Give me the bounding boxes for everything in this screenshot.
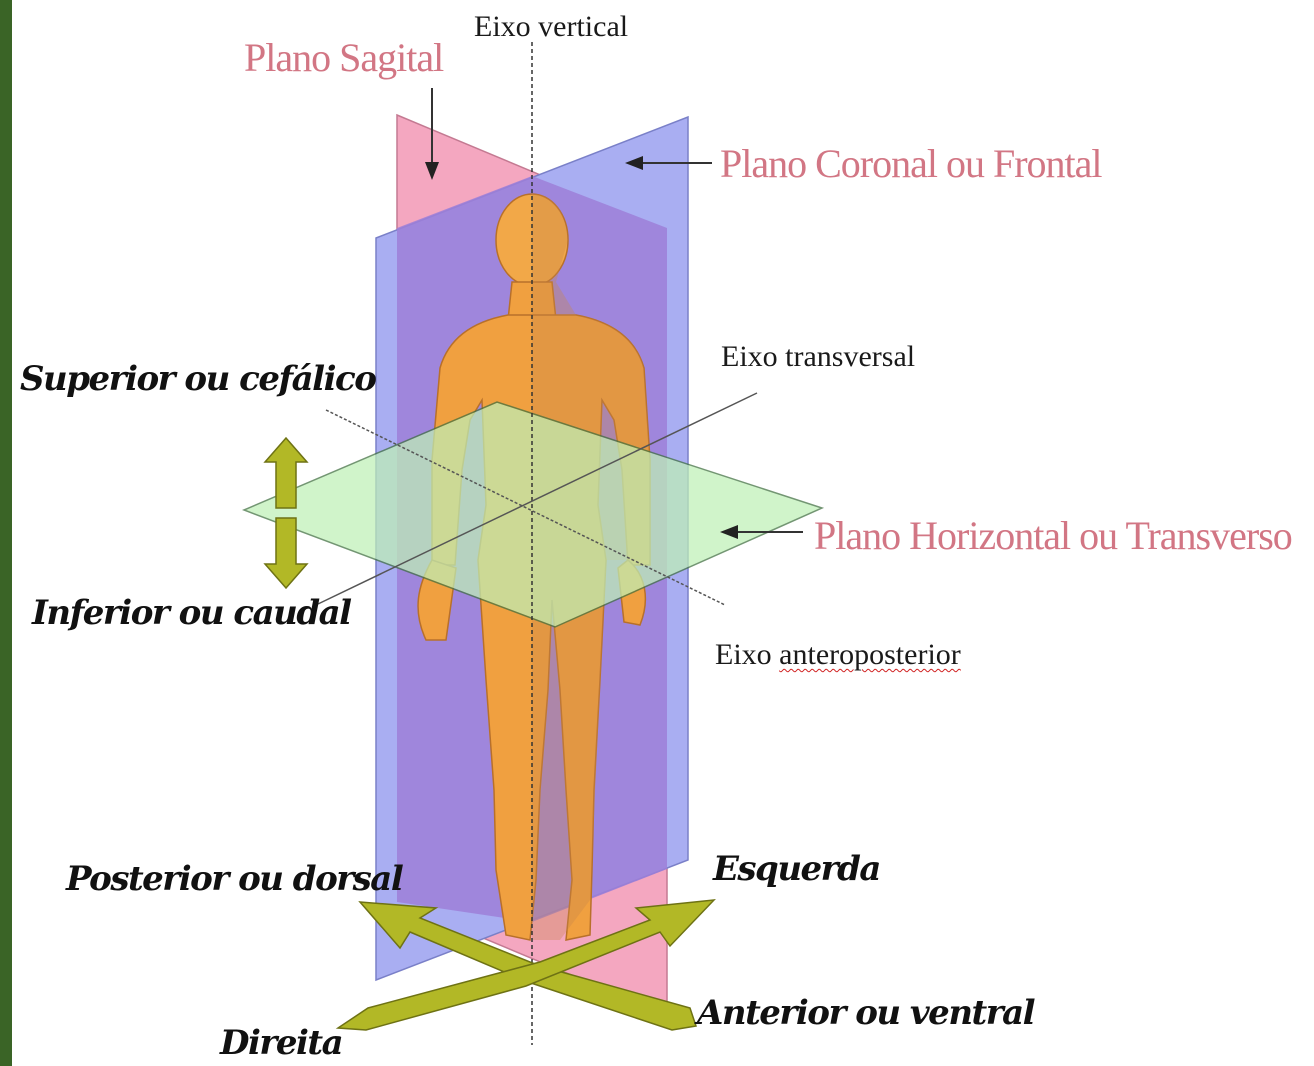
inferior-label: Inferior ou caudal <box>32 596 351 630</box>
anterior-label: Anterior ou ventral <box>697 996 1034 1030</box>
vertical-axis-label: Eixo vertical <box>474 12 628 42</box>
superior-label: Superior ou cefálico <box>20 362 375 396</box>
anteroposterior-axis-label: Eixo anteroposterior <box>715 640 961 670</box>
transverse-axis-label: Eixo transversal <box>721 342 915 372</box>
coronal-plane-label: Plano Coronal ou Frontal <box>720 144 1102 184</box>
posterior-label: Posterior ou dorsal <box>66 862 402 896</box>
anteroposterior-axis-term: anteroposterior <box>779 638 961 671</box>
right-direction-label: Direita <box>220 1026 342 1060</box>
left-direction-label: Esquerda <box>713 852 880 886</box>
horizontal-plane-label: Plano Horizontal ou Transverso <box>814 516 1292 556</box>
anteroposterior-axis-word: Eixo <box>715 638 772 671</box>
sagittal-plane-label: Plano Sagital <box>244 38 443 78</box>
